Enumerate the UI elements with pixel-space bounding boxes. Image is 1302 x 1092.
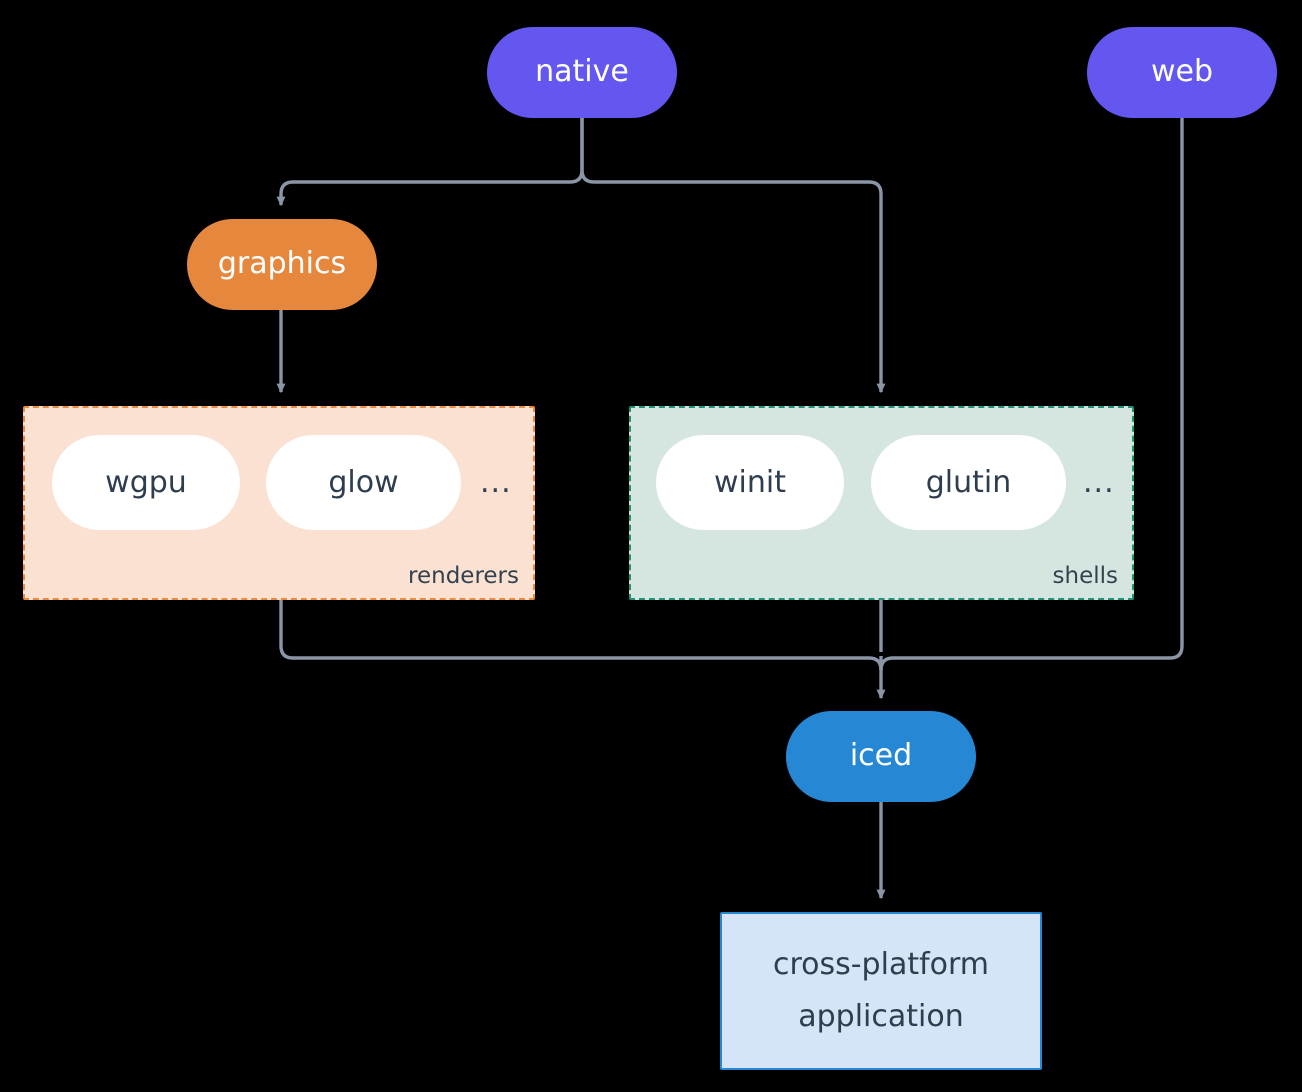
node-wgpu[interactable]: wgpu <box>52 435 240 530</box>
edge-native-to-graphics <box>276 180 570 207</box>
edge-native-to-shells <box>594 180 886 394</box>
node-web[interactable]: web <box>1087 27 1277 118</box>
node-winit-label: winit <box>714 465 786 500</box>
node-iced[interactable]: iced <box>786 711 976 802</box>
node-native-label: native <box>535 54 629 90</box>
node-glow[interactable]: glow <box>266 435 461 530</box>
group-renderers-label: renderers <box>408 563 519 589</box>
application-label-line2: application <box>798 999 964 1034</box>
group-shells-label: shells <box>1052 563 1118 589</box>
shells-ellipsis: ... <box>1083 465 1115 500</box>
node-glutin[interactable]: glutin <box>871 435 1066 530</box>
edge-native-split <box>569 118 584 184</box>
edge-bus-merge-left <box>868 656 883 671</box>
renderers-ellipsis: ... <box>480 465 512 500</box>
node-web-label: web <box>1150 54 1214 90</box>
group-shells: winit glutin ... shells <box>629 406 1134 600</box>
node-glutin-label: glutin <box>925 465 1012 500</box>
node-wgpu-label: wgpu <box>105 465 187 500</box>
node-graphics[interactable]: graphics <box>187 219 377 310</box>
edge-renderers-to-iced <box>279 600 869 660</box>
node-graphics-label: graphics <box>217 246 347 282</box>
edge-native-split-right <box>580 118 595 184</box>
group-renderers: wgpu glow ... renderers <box>23 406 535 600</box>
node-native[interactable]: native <box>487 27 677 118</box>
node-iced-label: iced <box>849 738 913 774</box>
node-glow-label: glow <box>328 465 399 500</box>
edge-bus-merge-right <box>879 656 894 671</box>
edge-web-to-iced <box>893 118 1184 660</box>
application-label-line1: cross-platform <box>772 946 990 982</box>
node-winit[interactable]: winit <box>656 435 844 530</box>
node-cross-platform-application[interactable]: cross-platform application <box>720 912 1042 1070</box>
